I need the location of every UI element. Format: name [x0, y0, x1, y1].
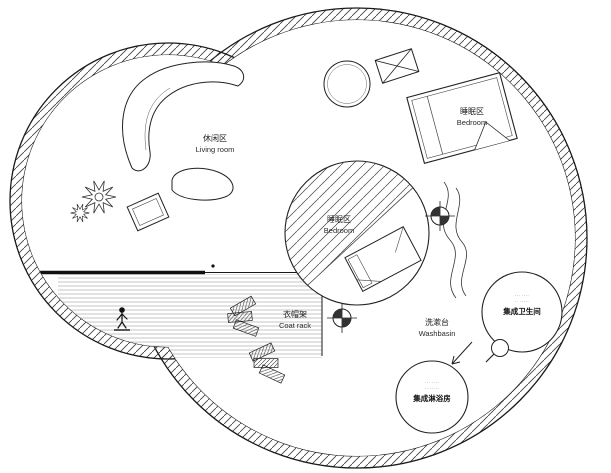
deck-area: [40, 270, 323, 358]
label-living-zh: 休闲区: [203, 133, 227, 143]
figure-icon: [114, 307, 130, 331]
point-marker: [211, 264, 215, 268]
label-bedroom-center-zh: 睡眠区: [327, 215, 351, 224]
center-room: [284, 160, 430, 306]
round-table-icon: [323, 60, 371, 108]
lounge-chair-icon: [126, 192, 170, 232]
room-labels: 休闲区 Living room 睡眠区 Bedroom 睡眠区 Bedroom …: [196, 107, 541, 403]
direction-arrow-icon: [451, 341, 473, 365]
label-shower-pod: 集成淋浴房: [412, 393, 451, 403]
coat-rack-icon: [248, 342, 286, 384]
label-washbasin-zh: 洗漱台: [425, 317, 449, 327]
bathroom-pod-spec1: ··· ····: [515, 293, 529, 298]
bathroom-pod: [481, 271, 563, 363]
label-coat-rack-zh: 衣帽架: [283, 309, 307, 319]
window-icon: [374, 48, 420, 84]
plant-icon: [70, 180, 117, 223]
label-washbasin-en: Washbasin: [419, 329, 456, 338]
coffee-table-icon: [171, 167, 234, 201]
coat-rack-icon: [227, 295, 260, 337]
bed-icon: [406, 72, 518, 164]
crosshair-icon: [327, 303, 357, 333]
wavy-curtain-icon: [443, 181, 467, 299]
label-bedroom-center-en: Bedroom: [324, 226, 354, 235]
washbasin-fixture-icon: [485, 339, 509, 363]
label-bedroom-top-en: Bedroom: [457, 118, 487, 127]
shower-pod-spec2: ·· ·····: [425, 386, 439, 391]
label-living-en: Living room: [196, 145, 235, 154]
crosshair-icon: [425, 201, 455, 231]
label-coat-rack-en: Coat rack: [279, 321, 311, 330]
label-bedroom-top-zh: 睡眠区: [460, 107, 484, 116]
bathroom-pod-spec2: ·· ·····: [515, 299, 529, 304]
sofa-icon: [122, 61, 245, 172]
center-bed-icon: [344, 226, 422, 292]
label-bathroom-pod: 集成卫生间: [502, 306, 541, 316]
shower-pod: [395, 360, 469, 434]
shower-pod-spec1: ··· ····: [425, 380, 439, 385]
